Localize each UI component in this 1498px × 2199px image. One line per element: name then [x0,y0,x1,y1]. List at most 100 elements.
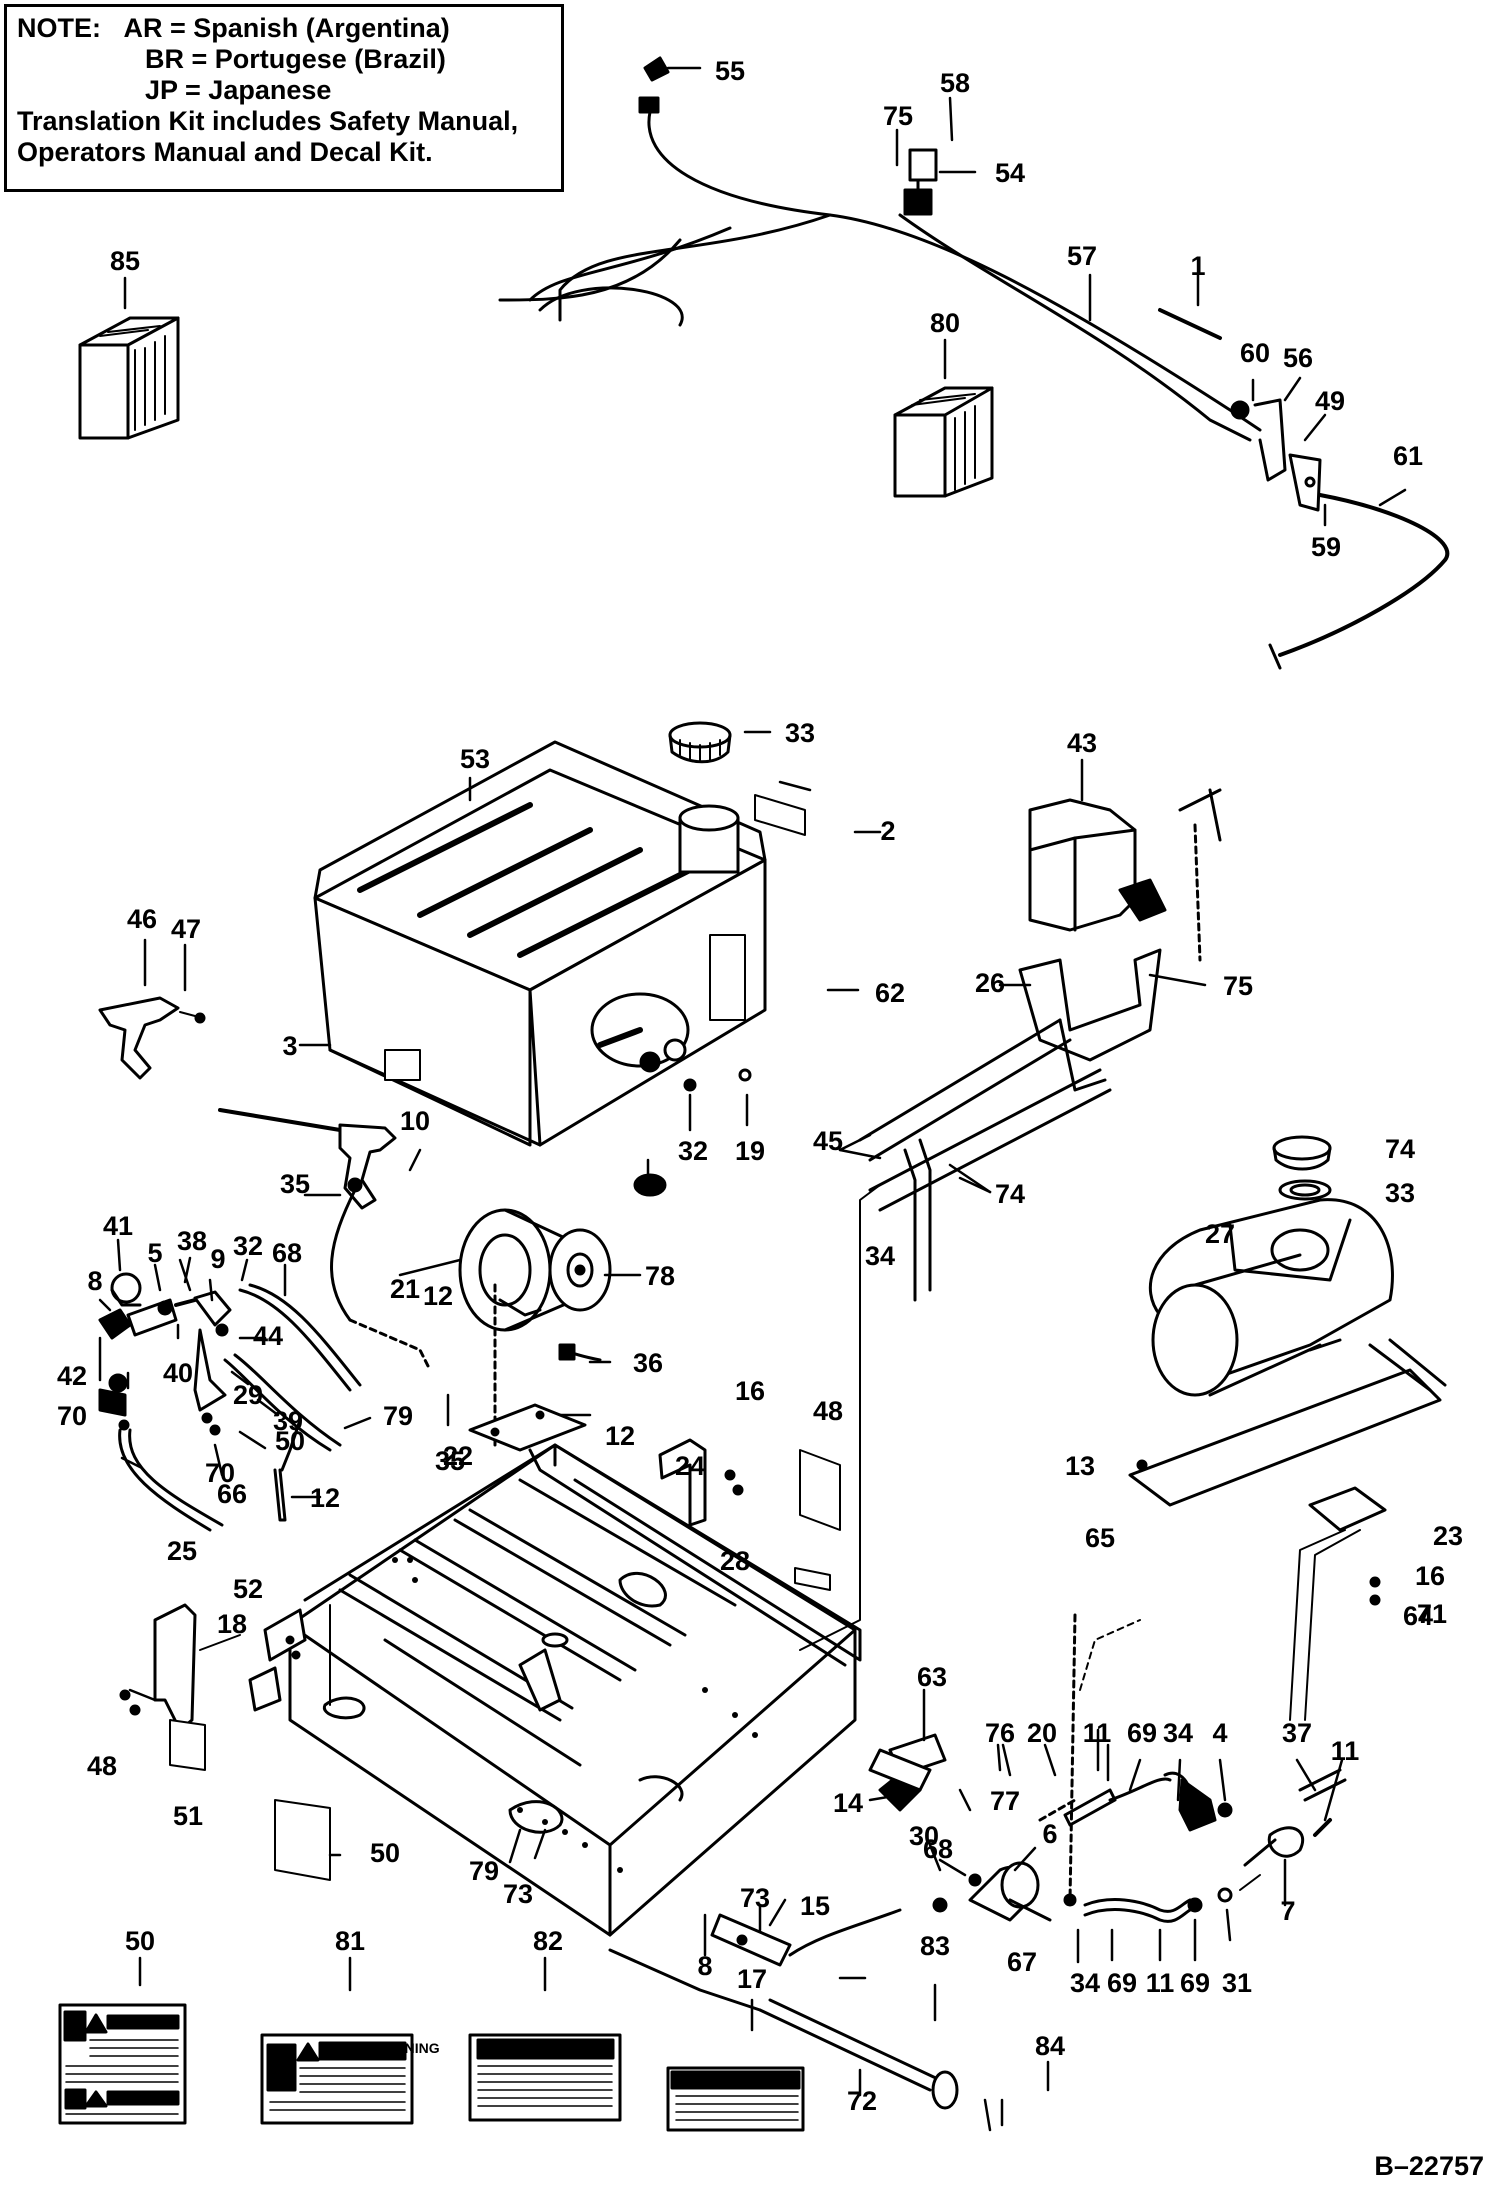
callout-12: 12 [605,1421,635,1451]
callout-77: 77 [990,1786,1020,1816]
callout-17: 17 [737,1964,767,1994]
mount-plate-23 [1128,1368,1442,1507]
note-line-jp: JP = Japanese [145,75,332,105]
callout-1: 1 [1190,251,1205,281]
callout-57: 57 [1067,241,1097,271]
callout-84: 84 [1035,2031,1065,2061]
callout-34: 34 [865,1241,895,1271]
callout-73: 73 [740,1883,770,1913]
callout-48: 48 [87,1751,117,1781]
decal-51 [169,1719,206,1771]
callout-56: 56 [1283,343,1313,373]
callout-80: 80 [930,308,960,338]
callout-44: 44 [253,1321,283,1351]
main-tank [313,740,767,1197]
leader-lines-valve [98,1193,642,1499]
note-row-br: BR = Portugese (Brazil) [17,44,551,75]
callout-39: 39 [273,1406,303,1436]
support-rod [799,1184,881,1651]
drain-hose [608,1748,959,2110]
spray-gun-10 [218,1108,432,1372]
callout-66: 66 [217,1479,247,1509]
callout-37: 37 [1282,1718,1312,1748]
callout-69: 69 [1127,1718,1157,1748]
leader-lines-decals [138,1956,1050,2092]
callout-2: 2 [880,816,895,846]
decal-50-lower [274,1799,331,1881]
callout-72: 72 [847,2086,877,2116]
callout-5: 5 [147,1238,162,1268]
translation-note: NOTE: AR = Spanish (Argentina) BR = Port… [4,4,564,192]
callout-61: 61 [1393,441,1423,471]
spare-tank-cap [1272,1135,1332,1201]
callout-52: 52 [233,1574,263,1604]
callout-75: 75 [883,101,913,131]
spray-gun-46 [98,938,206,1080]
callout-11: 11 [1331,1736,1360,1766]
callout-50: 50 [370,1838,400,1868]
callout-31: 31 [1222,1968,1252,1998]
callout-25: 25 [167,1536,197,1566]
callout-59: 59 [1311,532,1341,562]
callout-50: 50 [275,1426,305,1456]
callout-35: 35 [280,1169,310,1199]
leader-lines-tank [298,730,882,1192]
note-line-br: BR = Portugese (Brazil) [145,44,446,74]
callout-33: 33 [1385,1178,1415,1208]
decal-52 [794,1567,831,1591]
callout-34: 34 [1070,1968,1100,1998]
callout-28: 28 [720,1546,750,1576]
callout-14: 14 [833,1788,863,1818]
callout-76: 76 [985,1718,1015,1748]
callout-50: 50 [125,1926,155,1956]
callout-51: 51 [173,1801,203,1831]
callout-81: 81 [335,1926,365,1956]
callout-55: 55 [715,56,745,86]
callout-69: 69 [1180,1968,1210,1998]
decal-sample-50 [58,2003,187,2125]
callout-16: 16 [735,1376,765,1406]
callout-43: 43 [1067,728,1097,758]
leader-lines-harness [666,66,1092,322]
callout-41: 41 [103,1211,133,1241]
decal-50-warning-text-top: WARNING [116,2018,165,2029]
spare-tank [1148,1198,1394,1397]
callout-70: 70 [205,1458,235,1488]
callout-74: 74 [1385,1134,1415,1164]
callout-34: 34 [1163,1718,1193,1748]
callout-67: 67 [1007,1947,1037,1977]
callout-32: 32 [233,1231,263,1261]
callout-15: 15 [800,1891,830,1921]
callout-78: 78 [645,1261,675,1291]
callout-58: 58 [940,68,970,98]
bracket-16-left [153,1603,197,1732]
callout-20: 20 [1027,1718,1057,1748]
callout-36: 36 [633,1348,663,1378]
callout-8: 8 [697,1951,712,1981]
callout-70: 70 [57,1401,87,1431]
callout-24: 24 [675,1451,705,1481]
callout-71: 71 [1417,1599,1447,1629]
wiring-harness [498,56,1262,442]
drawing-id: B–22757 [1374,2151,1484,2181]
callout-26: 26 [975,968,1005,998]
callout-40: 40 [163,1358,193,1388]
tank-cap-top [668,721,732,764]
callout-23: 23 [1433,1521,1463,1551]
bracket-assembly [1158,308,1450,670]
callout-3: 3 [282,1031,297,1061]
callout-21: 21 [390,1274,420,1304]
callout-8: 8 [87,1266,102,1296]
callout-11: 11 [1146,1968,1175,1998]
pump-plumbing [878,1613,1347,1923]
leader-lines-bracket [1196,273,1407,527]
decal-2 [754,794,806,836]
decal-sample-83 [666,2066,805,2132]
callout-38: 38 [177,1226,207,1256]
callout-33: 33 [785,718,815,748]
note-line-ar: AR = Spanish (Argentina) [123,13,450,43]
callout-11: 11 [1083,1718,1112,1748]
leader-lines-pump [328,1688,1344,2132]
callout-60: 60 [1240,338,1270,368]
